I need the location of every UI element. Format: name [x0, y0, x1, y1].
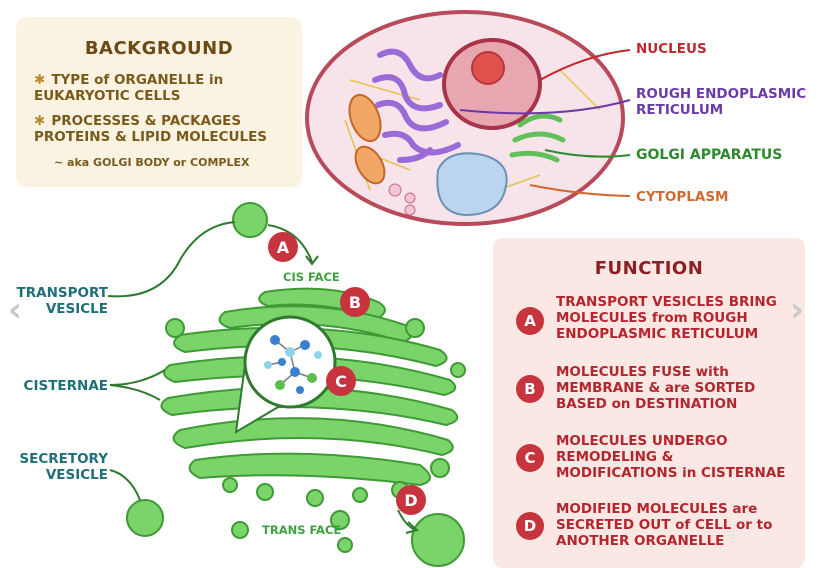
function-title: FUNCTION — [594, 258, 704, 279]
background-bullet-2-text: PROCESSES & PACKAGES PROTEINS & LIPID MO… — [34, 113, 268, 145]
function-step-b-text: MOLECULES FUSE with MEMBRANE & are SORTE… — [556, 364, 756, 412]
label-cytoplasm: CYTOPLASM — [636, 189, 729, 205]
background-bullet-1-text: TYPE of ORGANELLE in EUKARYOTIC CELLS — [34, 72, 224, 104]
label-trans-face: TRANS FACE — [262, 523, 342, 537]
function-step-a-text: TRANSPORT VESICLES BRING MOLECULES from … — [556, 294, 777, 342]
marker-c: C — [326, 366, 356, 396]
label-golgi-apparatus: GOLGI APPARATUS — [636, 147, 783, 163]
label-cis-face: CIS FACE — [283, 270, 340, 284]
background-aka: ~ aka GOLGI BODY or COMPLEX — [54, 156, 250, 169]
label-transport-vesicle: TRANSPORT VESICLE — [16, 285, 108, 317]
function-step-b-badge: B — [516, 375, 544, 403]
next-slide-button[interactable]: › — [790, 290, 805, 330]
label-nucleus: NUCLEUS — [636, 41, 707, 57]
marker-b: B — [340, 287, 370, 317]
marker-a: A — [268, 232, 298, 262]
function-step-c-text: MOLECULES UNDERGO REMODELING & MODIFICAT… — [556, 433, 786, 481]
function-panel — [493, 238, 805, 568]
background-bullet-1: ✱TYPE of ORGANELLE in EUKARYOTIC CELLS — [34, 72, 224, 104]
background-panel — [16, 17, 302, 187]
function-step-d-badge: D — [516, 512, 544, 540]
function-step-a-badge: A — [516, 307, 544, 335]
background-bullet-2: ✱PROCESSES & PACKAGES PROTEINS & LIPID M… — [34, 113, 268, 145]
label-rough-er: ROUGH ENDOPLASMIC RETICULUM — [636, 86, 807, 118]
marker-d: D — [396, 485, 426, 515]
function-step-c-badge: C — [516, 444, 544, 472]
function-step-d-text: MODIFIED MOLECULES are SECRETED OUT of C… — [556, 501, 773, 549]
label-secretory-vesicle: SECRETORY VESICLE — [19, 451, 108, 483]
prev-slide-button[interactable]: ‹ — [8, 290, 23, 330]
cell-illustration — [305, 10, 631, 226]
background-title: BACKGROUND — [84, 38, 234, 59]
label-cisternae: CISTERNAE — [23, 378, 108, 394]
